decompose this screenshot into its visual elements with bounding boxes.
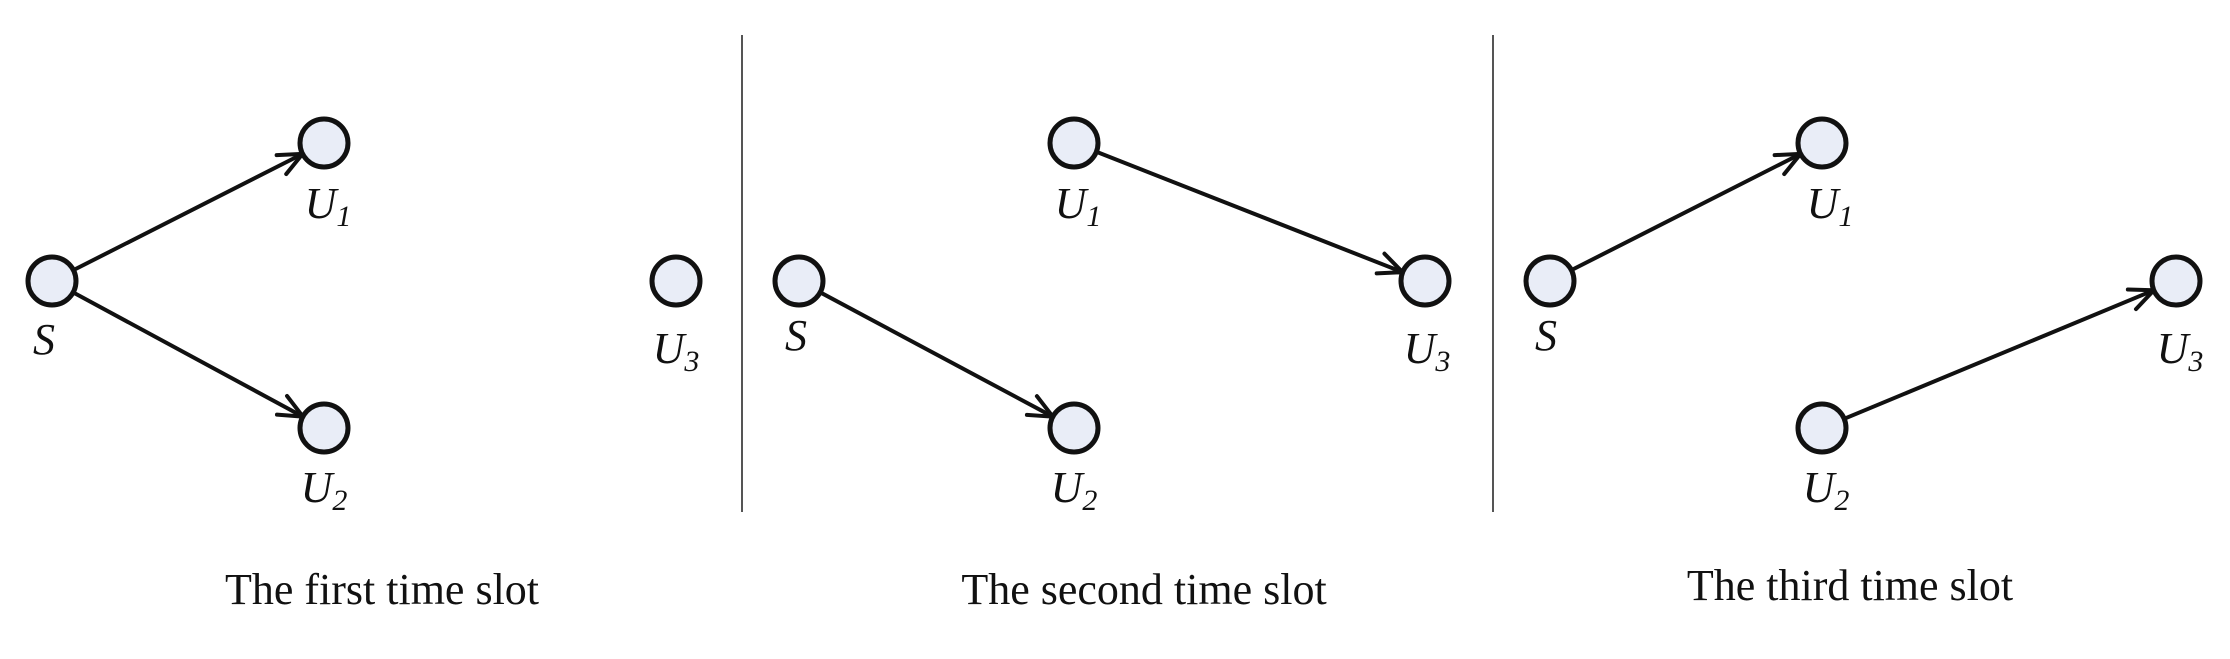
- node-label-base: S: [33, 315, 55, 364]
- edge-p3-u2-to-u3: [1843, 288, 2155, 421]
- edge-p1-s-to-u2: [72, 290, 304, 419]
- node-label-base: U: [1404, 324, 1439, 373]
- node-p1-u2: [297, 401, 351, 455]
- node-p3-s: [1523, 254, 1577, 308]
- node-label-subscript: 3: [683, 345, 699, 378]
- node-p2-s: [772, 254, 826, 308]
- node-p3-u2: [1795, 401, 1849, 455]
- edge-p1-s-to-u1: [72, 152, 304, 272]
- node-label-base: U: [305, 179, 340, 228]
- node-label-subscript: 1: [1838, 200, 1853, 233]
- node-label-p1-s: S: [33, 315, 55, 364]
- node-p3-u3: [2149, 254, 2203, 308]
- node-label-p2-u1: U1: [1055, 179, 1102, 233]
- nodes-layer: [25, 116, 2203, 455]
- node-label-subscript: 2: [1082, 484, 1097, 517]
- edge-p3-s-to-u1: [1570, 152, 1802, 272]
- node-label-subscript: 2: [332, 484, 347, 517]
- node-label-p3-u2: U2: [1803, 463, 1850, 517]
- captions-layer: The first time slot The second time slot…: [225, 561, 2013, 614]
- node-label-base: S: [785, 311, 807, 360]
- node-label-base: U: [1803, 463, 1838, 512]
- node-label-subscript: 1: [336, 200, 351, 233]
- node-label-p1-u3: U3: [653, 324, 700, 378]
- node-label-base: U: [2157, 324, 2192, 373]
- node-label-base: U: [1051, 463, 1086, 512]
- node-p1-s: [25, 254, 79, 308]
- node-p1-u3: [649, 254, 703, 308]
- node-p1-u1: [297, 116, 351, 170]
- node-label-base: S: [1535, 311, 1557, 360]
- edges-layer: [72, 149, 2156, 421]
- caption-first-time-slot: The first time slot: [225, 565, 539, 614]
- node-label-base: U: [1055, 179, 1090, 228]
- node-label-p3-u3: U3: [2157, 324, 2204, 378]
- node-label-base: U: [1807, 179, 1842, 228]
- node-label-p1-u1: U1: [305, 179, 352, 233]
- edge-p2-s-to-u2: [819, 290, 1054, 419]
- node-p3-u1: [1795, 116, 1849, 170]
- node-label-p2-u2: U2: [1051, 463, 1098, 517]
- node-label-base: U: [653, 324, 688, 373]
- node-label-p3-u1: U1: [1807, 179, 1854, 233]
- node-label-p3-s: S: [1535, 311, 1557, 360]
- node-label-subscript: 2: [1834, 484, 1849, 517]
- edge-p2-u1-to-u3: [1095, 149, 1404, 275]
- node-p2-u1: [1047, 116, 1101, 170]
- node-label-p2-u3: U3: [1404, 324, 1451, 378]
- node-label-base: U: [301, 463, 336, 512]
- node-label-subscript: 1: [1086, 200, 1101, 233]
- caption-third-time-slot: The third time slot: [1687, 561, 2013, 610]
- node-label-subscript: 3: [1434, 345, 1450, 378]
- node-p2-u3: [1398, 254, 1452, 308]
- node-p2-u2: [1047, 401, 1101, 455]
- caption-second-time-slot: The second time slot: [961, 565, 1326, 614]
- node-label-p2-s: S: [785, 311, 807, 360]
- node-label-subscript: 3: [2187, 345, 2203, 378]
- node-label-p1-u2: U2: [301, 463, 348, 517]
